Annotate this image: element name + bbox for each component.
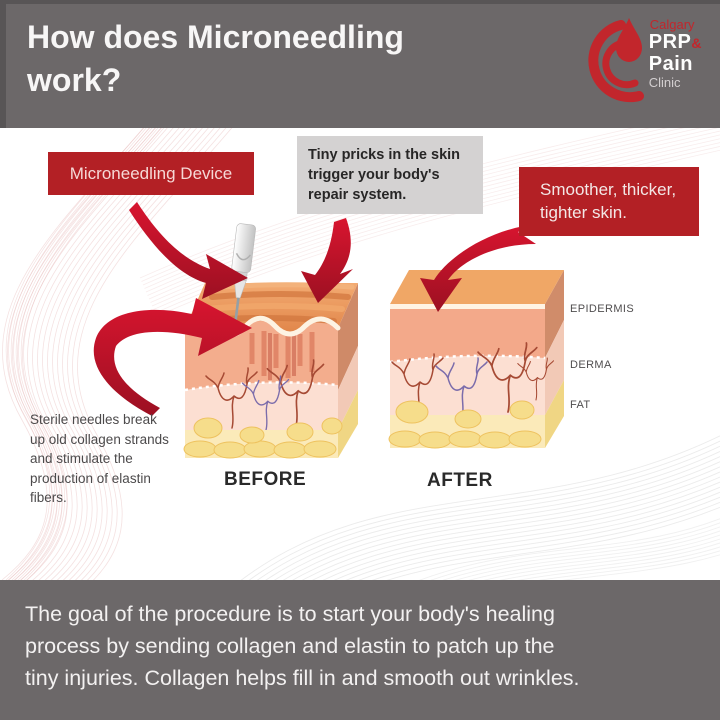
footer-text: The goal of the procedure is to start yo… bbox=[25, 598, 580, 694]
gray-wave-texture-bottom2 bbox=[418, 518, 720, 580]
page-title-line-2: work? bbox=[27, 62, 122, 98]
sterile-needles-note: Sterile needles break up old collagen st… bbox=[30, 410, 195, 508]
result-callout: Smoother, thicker, tighter skin. bbox=[519, 167, 699, 236]
note-line: production of elastin bbox=[30, 470, 151, 486]
arrow-pricks-to-skin bbox=[301, 218, 353, 303]
device-callout-text: Microneedling Device bbox=[69, 163, 233, 183]
arrow-needles-to-skin bbox=[93, 298, 252, 416]
layer-label-epidermis: EPIDERMIS bbox=[570, 303, 635, 315]
header: How does Microneedling work? Calgary PRP… bbox=[0, 0, 720, 128]
footer-line: process by sending collagen and elastin … bbox=[25, 634, 555, 658]
result-line: tighter skin. bbox=[540, 203, 627, 222]
gray-wave-texture-bottom bbox=[240, 435, 720, 580]
illustration-area: Microneedling Device Tiny pricks in the … bbox=[0, 128, 720, 580]
fat-cells bbox=[183, 417, 343, 459]
page-title: How does Microneedling work? bbox=[27, 16, 404, 102]
after-label: AFTER bbox=[427, 470, 493, 491]
device-callout: Microneedling Device bbox=[48, 152, 254, 195]
clinic-logo-text: Calgary PRP& Pain Clinic bbox=[649, 16, 702, 89]
blood-drop-logo-icon bbox=[588, 18, 644, 103]
logo-city: Calgary bbox=[649, 17, 695, 32]
note-line: Sterile needles break bbox=[30, 412, 157, 427]
pricks-line: trigger your body's bbox=[308, 167, 440, 183]
arrow-device-to-skin bbox=[129, 202, 248, 299]
skin-diagram-illustration bbox=[1, 128, 720, 580]
logo-brand-pain: Pain bbox=[648, 53, 693, 75]
note-line: up old collagen strands bbox=[30, 431, 169, 447]
note-line: fibers. bbox=[30, 490, 67, 505]
layer-label-derma: DERMA bbox=[570, 359, 612, 371]
result-line: Smoother, thicker, bbox=[540, 180, 677, 199]
clinic-logo: Calgary PRP& Pain Clinic bbox=[585, 16, 702, 108]
after-skin-block bbox=[388, 270, 564, 449]
note-line: and stimulate the bbox=[30, 451, 133, 466]
needle-puncture-marks bbox=[249, 331, 315, 378]
footer: The goal of the procedure is to start yo… bbox=[0, 580, 720, 720]
footer-line: tiny injuries. Collagen helps fill in an… bbox=[25, 666, 580, 690]
logo-brand-prp: PRP& bbox=[648, 31, 702, 53]
page-title-line-1: How does Microneedling bbox=[27, 19, 404, 55]
logo-clinic: Clinic bbox=[648, 75, 681, 90]
pricks-line: Tiny pricks in the skin bbox=[308, 147, 461, 163]
pricks-callout: Tiny pricks in the skin trigger your bod… bbox=[297, 136, 483, 214]
arrow-result-to-skin bbox=[420, 224, 538, 312]
before-label: BEFORE bbox=[224, 469, 307, 490]
fat-cells bbox=[388, 400, 542, 449]
layer-label-fat: FAT bbox=[570, 399, 591, 411]
logo-ampersand: & bbox=[691, 35, 702, 51]
pricks-line: repair system. bbox=[308, 187, 407, 203]
footer-line: The goal of the procedure is to start yo… bbox=[25, 602, 555, 626]
